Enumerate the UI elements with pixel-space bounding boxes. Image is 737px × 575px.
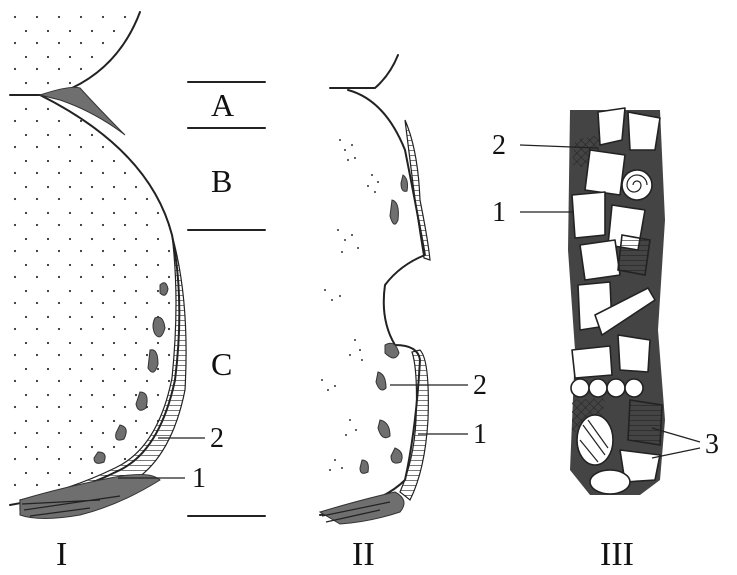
panel-i-cement-patch-2 <box>153 317 165 337</box>
panel-iii-grain-10 <box>618 335 650 372</box>
panel-ii-label-1: 1 <box>473 419 487 450</box>
panel-i-label-2: 2 <box>210 423 224 454</box>
panel-i: 2 1 I <box>10 12 224 573</box>
panel-iii-grain-3 <box>585 150 625 195</box>
panel-i-upper-grain <box>10 12 140 92</box>
panel-ii-cement-patch-7 <box>360 460 368 473</box>
panel-iii-hatched-grain-1 <box>618 235 650 275</box>
panel-iii: 2 1 3 III <box>492 108 719 573</box>
zone-label-a: A <box>211 87 234 123</box>
panel-iii-grain-12 <box>590 470 630 494</box>
panel-ii-upper-boundary <box>330 55 398 88</box>
panel-ii-label-2: 2 <box>473 370 487 401</box>
panel-iii-label-2: 2 <box>492 130 506 161</box>
panel-i-cement-patch-3 <box>148 350 158 372</box>
panel-i-label-1: 1 <box>192 463 206 494</box>
zone-label-c: C <box>211 346 232 382</box>
panel-iii-label-3: 3 <box>705 429 719 460</box>
zone-scale: A B C <box>188 82 265 516</box>
panel-iii-grain-1 <box>598 108 625 145</box>
panel-iii-grain-6 <box>580 240 620 280</box>
panel-iii-grain-4 <box>572 192 605 238</box>
panel-ii: 2 1 II <box>320 55 487 573</box>
panel-iii-label-1: 1 <box>492 197 506 228</box>
panel-iii-grain-2 <box>628 112 660 150</box>
panel-iii-hatched-grain-2 <box>628 400 662 445</box>
panel-ii-title: II <box>352 536 375 573</box>
panel-iii-grain-9 <box>572 346 612 378</box>
panel-iii-title: III <box>600 536 634 573</box>
panel-i-cement-patch-1 <box>160 283 168 296</box>
zone-label-b: B <box>211 163 232 199</box>
panel-i-title: I <box>56 536 67 573</box>
